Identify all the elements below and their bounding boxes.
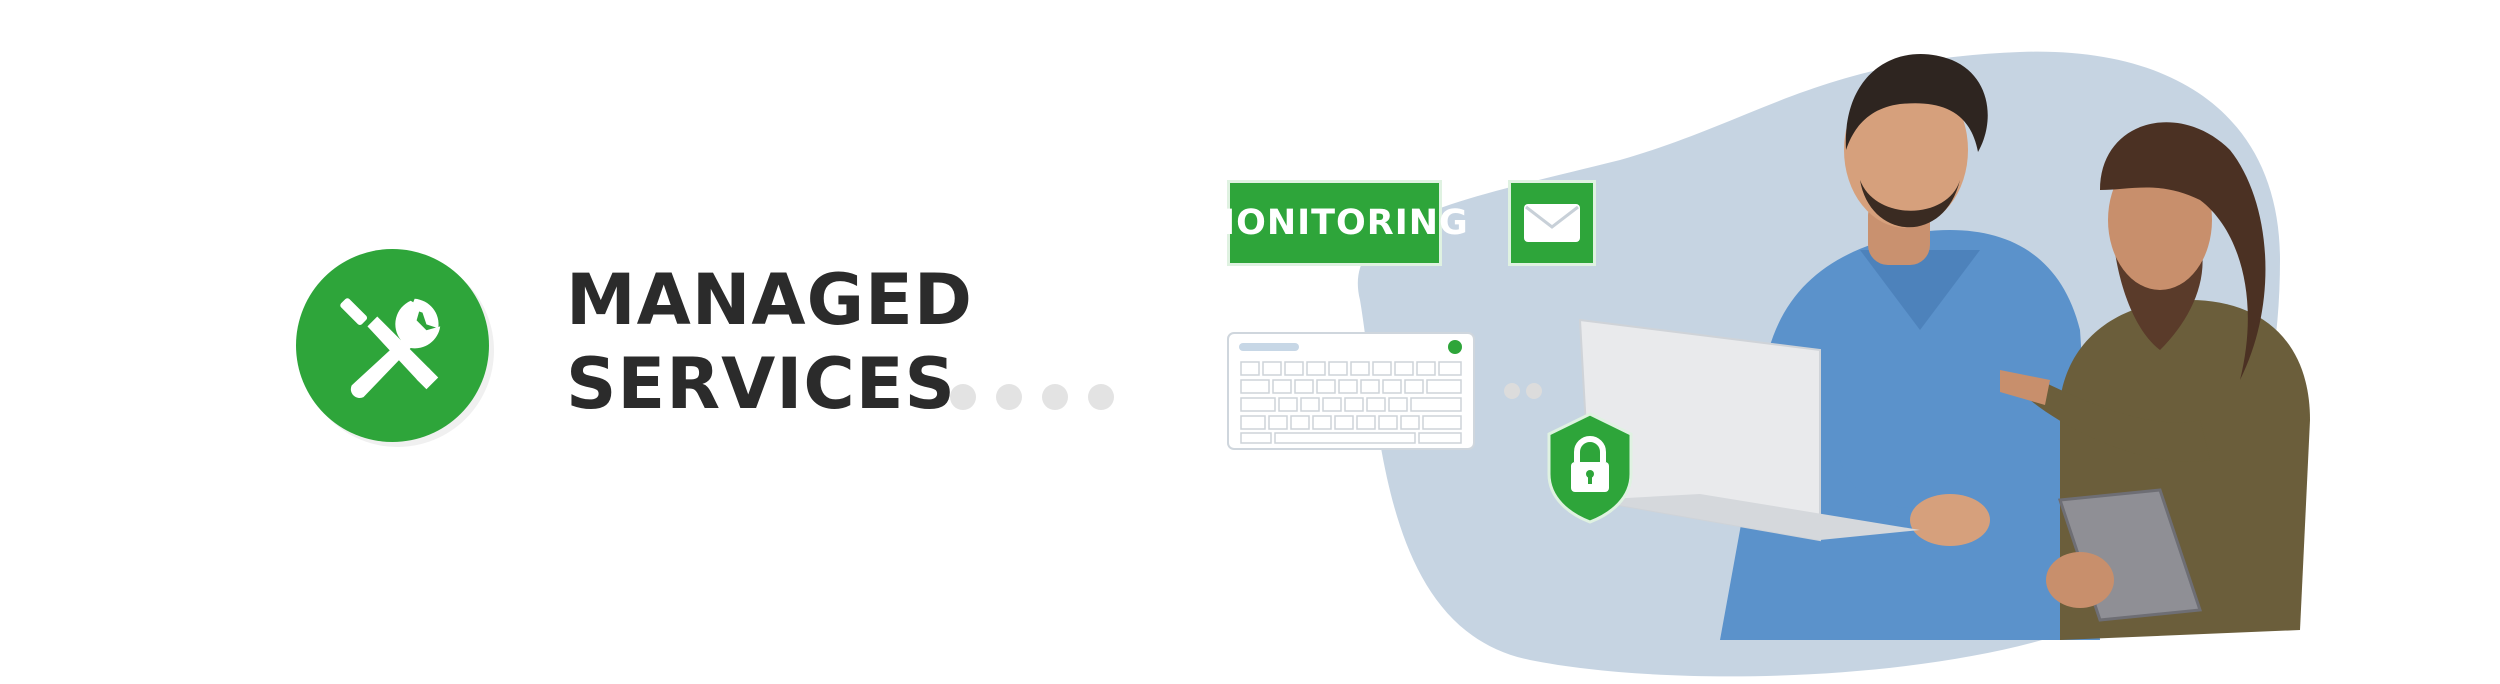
lock-shield-icon	[1547, 412, 1633, 524]
monitoring-label: MONITORING	[1200, 203, 1469, 243]
woman-figure	[2000, 122, 2310, 640]
mail-icon	[1524, 204, 1580, 242]
dot	[950, 384, 976, 410]
connector-dots	[1504, 383, 1542, 399]
monitoring-badge: MONITORING	[1200, 180, 1468, 266]
page-title: MANAGED SERVICES	[566, 258, 973, 426]
dot	[1042, 384, 1068, 410]
dot	[1088, 384, 1114, 410]
dot	[1526, 383, 1542, 399]
mail-badge	[1508, 180, 1596, 266]
keyboard-icon	[1227, 332, 1475, 450]
title-line-1: MANAGED	[566, 259, 973, 341]
tools-logo	[296, 249, 489, 442]
title-line-2: SERVICES	[566, 343, 956, 425]
decorative-dots	[950, 384, 1114, 410]
dot	[1504, 383, 1520, 399]
laptop	[1578, 318, 1920, 542]
dot	[996, 384, 1022, 410]
tools-icon	[339, 297, 440, 398]
